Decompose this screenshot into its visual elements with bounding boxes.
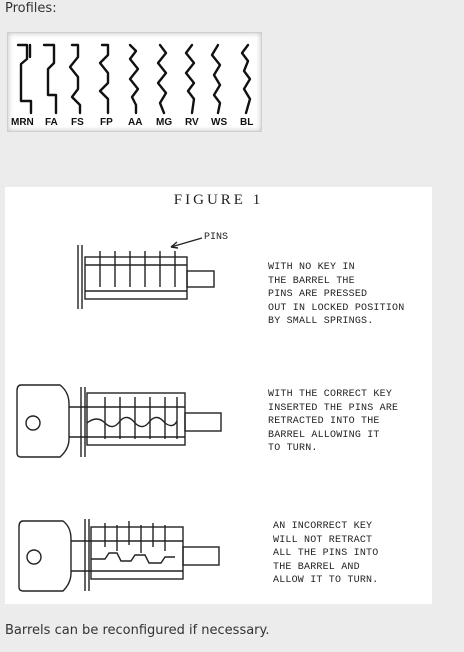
caption-line: INSERTED THE PINS ARE (268, 402, 399, 414)
profile-label-fa: FA (45, 117, 58, 128)
profile-fs-shape (68, 43, 82, 115)
caption-correct-key: WITH THE CORRECT KEY INSERTED THE PINS A… (268, 388, 398, 456)
profile-label-mrn: MRN (11, 117, 34, 128)
caption-line: WITH THE CORRECT KEY (268, 389, 393, 400)
caption-line: WILL NOT RETRACT (273, 534, 373, 546)
caption-line: WITH NO KEY IN (268, 262, 355, 273)
profile-mg-shape (156, 43, 168, 115)
caption-incorrect-key: AN INCORRECT KEY WILL NOT RETRACT ALL TH… (273, 520, 378, 588)
caption-line: BARREL ALLOWING IT (268, 429, 380, 441)
lock-diagrams (16, 237, 222, 592)
caption-line: RETRACTED INTO THE (268, 416, 380, 427)
barrel-incorrect-key-diagram (18, 519, 220, 592)
caption-line: BY SMALL SPRINGS. (268, 316, 374, 327)
profile-fp-shape (98, 43, 110, 115)
caption-line: PINS ARE PRESSED (268, 289, 368, 300)
profile-label-mg: MG (156, 117, 172, 128)
key-profiles-image: MRN FA FS FP AA MG RV WS BL (7, 32, 262, 132)
caption-line: OUT IN LOCKED POSITION (268, 302, 405, 314)
caption-line: THE BARREL THE (268, 275, 355, 287)
barrel-no-key-diagram (77, 237, 215, 309)
key-profiles-drawing: MRN FA FS FP AA MG RV WS BL (11, 43, 253, 128)
figure-1-panel: FIGURE 1 PINS (5, 187, 432, 604)
profile-label-bl: BL (240, 117, 253, 128)
caption-line: ALLOW IT TO TURN. (273, 575, 379, 586)
barrel-correct-key-diagram (16, 384, 222, 458)
caption-line: THE BARREL AND (273, 561, 360, 573)
caption-line: ALL THE PINS INTO (273, 548, 379, 559)
profile-label-fp: FP (100, 117, 113, 128)
caption-line: TO TURN. (268, 443, 318, 454)
profile-aa-shape (128, 43, 140, 115)
profile-rv-shape (184, 43, 196, 115)
profile-fa-shape (42, 43, 58, 115)
profile-bl-shape (240, 43, 252, 115)
profile-label-fs: FS (71, 117, 84, 128)
profile-label-ws: WS (211, 117, 227, 128)
profiles-heading: Profiles: (5, 1, 57, 16)
profile-label-rv: RV (185, 117, 199, 128)
footer-note: Barrels can be reconfigured if necessary… (5, 623, 270, 638)
profile-label-aa: AA (128, 117, 142, 128)
caption-line: AN INCORRECT KEY (273, 521, 373, 532)
profile-ws-shape (210, 43, 222, 115)
profile-mrn-shape (16, 43, 33, 115)
pins-label: PINS (204, 232, 229, 243)
caption-no-key: WITH NO KEY IN THE BARREL THE PINS ARE P… (268, 261, 404, 329)
figure-title: FIGURE 1 (173, 192, 264, 208)
